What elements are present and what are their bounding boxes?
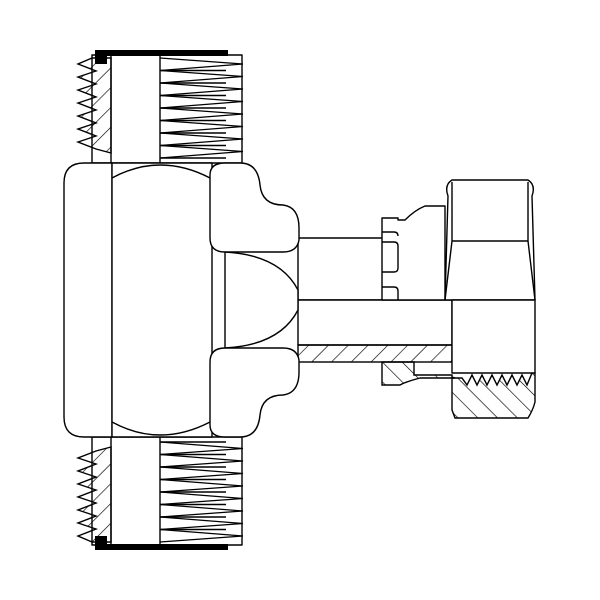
nut-inner-cavity: [451, 299, 536, 374]
thread-crest-profile: [159, 57, 244, 159]
body-hex-arcs: [111, 164, 211, 436]
body-left-hex-face: [63, 162, 113, 438]
top-threaded-stud: [75, 50, 244, 164]
cutting-ring: [381, 205, 446, 301]
body-middle-face: [111, 162, 213, 438]
thread-teeth-profile: [75, 57, 112, 154]
tube-bore: [297, 299, 453, 346]
nut-thread-section: [451, 372, 536, 419]
swivel-nut: [444, 179, 536, 419]
sleeve-section: [381, 361, 456, 386]
top-seal-corner: [95, 50, 107, 64]
top-stud-bore: [110, 54, 161, 164]
nut-upper-half: [444, 179, 536, 301]
nut-hex-faces: [444, 182, 536, 301]
bottom-stud-bore: [110, 436, 161, 546]
upper-boss: [209, 162, 300, 253]
top-right-thread-lines: [159, 57, 244, 159]
top-left-thread-teeth: [75, 57, 112, 154]
bottom-threaded-stud: [75, 436, 244, 550]
tee-body: [63, 162, 300, 438]
tube-wall-section: [297, 344, 453, 363]
tube-upper-half: [297, 237, 385, 301]
bottom-seal-ring: [96, 544, 228, 550]
cutting-ring-notches: [382, 231, 399, 300]
lower-boss: [209, 347, 300, 438]
bottom-left-thread-teeth: [75, 446, 112, 543]
body-dome: [224, 251, 299, 349]
thread-teeth-profile: [75, 446, 112, 543]
top-seal-ring: [96, 50, 228, 56]
thread-crest-profile: [159, 441, 244, 543]
bottom-seal-corner: [95, 536, 107, 550]
cutting-ring-outline: [381, 205, 446, 301]
bottom-right-thread-lines: [159, 441, 244, 543]
